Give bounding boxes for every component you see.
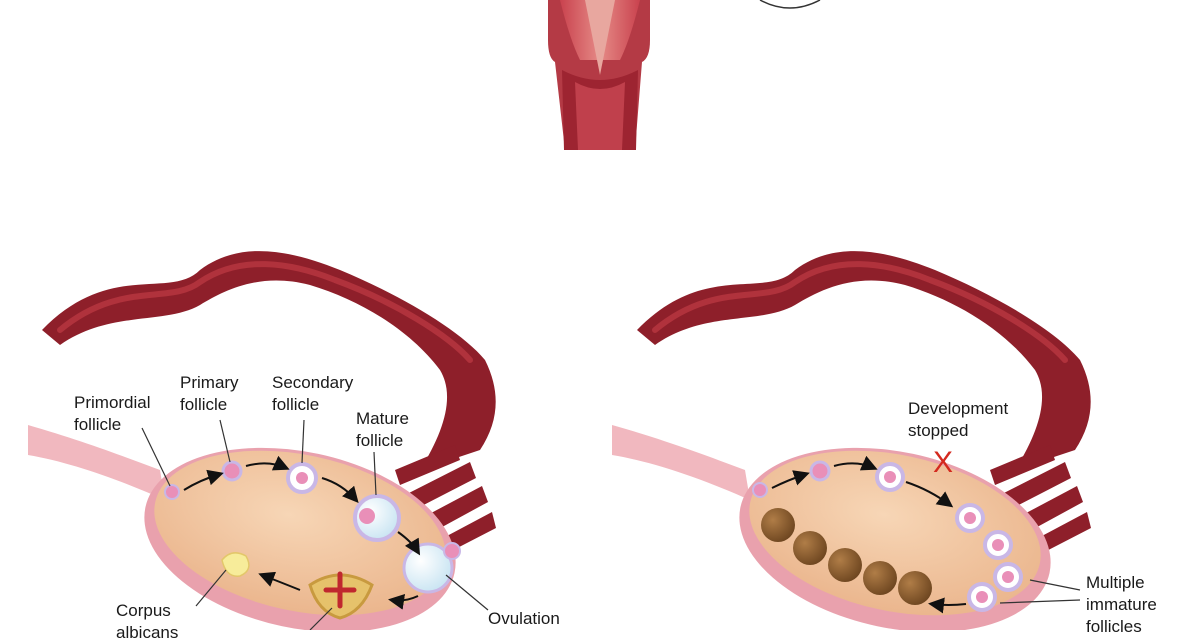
multiple-label-line1: Multiple: [1086, 573, 1145, 592]
normal-ovary-illustration: [28, 251, 496, 633]
multiple-immature-follicles-label: Multiple immature follicles: [1086, 572, 1157, 638]
fallopian-tube-left: [42, 251, 496, 470]
immature-follicles-group: [955, 503, 1023, 612]
corpus-label-line1: Corpus: [116, 601, 171, 620]
primordial-label-line2: follicle: [74, 415, 122, 434]
primary-follicle-label: Primary follicle: [180, 372, 239, 416]
stalled-follicles-cysts: [761, 508, 932, 605]
primary-label-line1: Primary: [180, 373, 239, 392]
mature-label-line2: follicle: [356, 431, 404, 450]
fallopian-tube-right: [637, 251, 1091, 470]
secondary-label-line1: Secondary: [272, 373, 354, 392]
primary-label-line2: follicle: [180, 395, 228, 414]
development-stopped-label: Development stopped: [908, 398, 1008, 442]
ovarian-ligament-right: [612, 425, 750, 500]
mature-follicle-label: Mature follicle: [356, 408, 409, 452]
uterus-cervix-illustration: [548, 0, 821, 150]
mature-label-line1: Mature: [356, 409, 409, 428]
devstop-label-line1: Development: [908, 399, 1009, 418]
corpus-albicans: [221, 552, 250, 577]
ovarian-ligament-left: [28, 425, 165, 500]
primordial-label-line1: Primordial: [74, 393, 151, 412]
ovulation-label: Ovulation: [488, 608, 560, 630]
primordial-follicle-label: Primordial follicle: [74, 392, 151, 436]
ovulation-label-text: Ovulation: [488, 609, 560, 628]
polycystic-ovary-illustration: [612, 251, 1091, 633]
development-stopped-x-mark: X: [933, 446, 954, 479]
ovary-comparison-diagram: Primordial follicle Primary follicle Sec…: [28, 0, 1157, 642]
primordial-follicle-dot: [164, 484, 180, 500]
corpus-albicans-label: Corpus albicans: [116, 600, 178, 644]
primary-follicle-dot: [221, 460, 243, 482]
multiple-label-line3: follicles: [1086, 617, 1142, 636]
secondary-follicle-label: Secondary follicle: [272, 372, 353, 416]
secondary-label-line2: follicle: [272, 395, 320, 414]
multiple-label-line2: immature: [1086, 595, 1157, 614]
ovulation-follicle: [402, 542, 454, 594]
corpus-label-line2: albicans: [116, 623, 179, 642]
devstop-label-line2: stopped: [908, 421, 969, 440]
mature-follicle-dot: [353, 494, 401, 542]
